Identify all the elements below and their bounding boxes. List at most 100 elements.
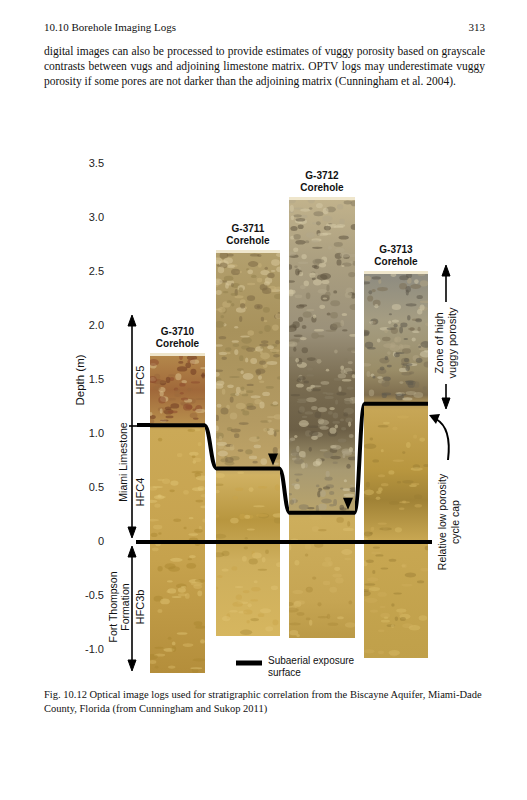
matrix-mottle <box>194 529 203 533</box>
matrix-mottle <box>391 624 395 628</box>
vug-mottle <box>246 390 253 393</box>
vug-mottle <box>333 462 338 465</box>
vug-mottle <box>289 252 296 257</box>
matrix-mottle <box>235 586 243 588</box>
vug-mottle <box>364 276 371 281</box>
corehole-log: G-3711 Corehole <box>216 250 280 636</box>
vug-mottle <box>263 307 270 313</box>
vug-mottle <box>341 265 344 267</box>
vug-mottle <box>311 406 317 410</box>
vug-mottle <box>295 240 305 245</box>
body-paragraph: digital images can also be processed to … <box>44 44 485 89</box>
matrix-mottle <box>168 666 175 669</box>
matrix-mottle <box>341 549 352 555</box>
vug-mottle <box>336 392 346 396</box>
vug-mottle <box>187 388 191 392</box>
vug-mottle <box>412 337 416 341</box>
matrix-mottle <box>297 612 305 616</box>
core-fill <box>216 250 280 636</box>
vug-mottle <box>310 272 315 279</box>
matrix-mottle <box>402 564 407 569</box>
vug-mottle <box>250 358 257 364</box>
matrix-mottle <box>229 610 237 612</box>
matrix-mottle <box>292 590 303 594</box>
matrix-mottle <box>168 637 172 640</box>
vug-mottle <box>335 399 338 404</box>
vug-mottle <box>338 374 346 379</box>
vug-mottle <box>294 474 302 476</box>
matrix-mottle <box>306 587 313 593</box>
vug-mottle <box>257 437 260 440</box>
vug-mottle <box>329 491 334 495</box>
vug-mottle <box>404 338 409 340</box>
vug-mottle <box>334 242 343 247</box>
vug-mottle <box>414 279 419 284</box>
matrix-mottle <box>150 519 159 522</box>
vug-mottle <box>406 290 409 296</box>
matrix-mottle <box>216 534 226 539</box>
vug-mottle <box>240 335 249 337</box>
vug-mottle <box>216 372 220 377</box>
matrix-mottle <box>378 474 385 477</box>
matrix-mottle <box>260 608 271 613</box>
vug-mottle <box>297 399 307 402</box>
matrix-mottle <box>158 438 162 442</box>
matrix-mottle <box>347 521 350 527</box>
matrix-mottle <box>372 459 379 462</box>
vug-mottle <box>180 392 184 395</box>
correlation-line <box>204 425 217 468</box>
axis-title: Depth (m) <box>74 340 87 420</box>
matrix-mottle <box>198 486 205 491</box>
vug-mottle <box>300 337 307 340</box>
vug-mottle <box>415 318 422 322</box>
vug-mottle <box>216 321 225 328</box>
vug-mottle <box>216 344 223 346</box>
vug-mottle <box>352 374 355 378</box>
matrix-mottle <box>381 620 390 623</box>
vug-mottle <box>259 361 266 365</box>
vug-mottle <box>251 395 261 398</box>
vug-mottle <box>264 320 268 322</box>
matrix-mottle <box>419 438 425 442</box>
vug-mottle <box>264 325 271 332</box>
matrix-mottle <box>365 583 376 585</box>
vug-mottle <box>218 267 224 274</box>
matrix-mottle <box>417 580 424 583</box>
vug-mottle <box>298 317 303 322</box>
vug-mottle <box>224 257 233 263</box>
vug-mottle <box>216 290 222 295</box>
vug-mottle <box>257 278 263 283</box>
matrix-mottle <box>195 626 205 629</box>
legend-line-sample <box>236 661 262 666</box>
vug-mottle <box>325 291 330 297</box>
vug-mottle <box>295 269 300 276</box>
vug-mottle <box>170 403 179 408</box>
vug-mottle <box>383 376 391 381</box>
page-number: 313 <box>445 21 485 33</box>
matrix-mottle <box>150 654 158 660</box>
matrix-mottle <box>193 658 205 661</box>
matrix-mottle <box>391 603 394 607</box>
vug-mottle <box>420 280 428 286</box>
matrix-mottle <box>378 651 384 655</box>
vug-mottle <box>301 254 306 259</box>
matrix-mottle <box>389 650 400 656</box>
vug-mottle <box>364 363 371 367</box>
matrix-mottle <box>400 617 406 621</box>
arrow-head <box>268 454 278 466</box>
vug-mottle <box>294 266 298 269</box>
vug-mottle <box>348 272 355 277</box>
vug-mottle <box>399 381 403 384</box>
vug-mottle <box>291 394 300 396</box>
vug-mottle <box>324 226 331 231</box>
matrix-mottle <box>305 544 312 550</box>
vug-mottle <box>298 261 309 264</box>
matrix-mottle <box>243 609 252 614</box>
vug-mottle <box>416 358 423 363</box>
matrix-mottle <box>378 425 389 427</box>
vug-mottle <box>249 437 260 443</box>
vug-mottle <box>299 504 309 510</box>
vug-mottle <box>392 319 399 322</box>
matrix-mottle <box>274 518 280 524</box>
matrix-mottle <box>327 614 331 619</box>
